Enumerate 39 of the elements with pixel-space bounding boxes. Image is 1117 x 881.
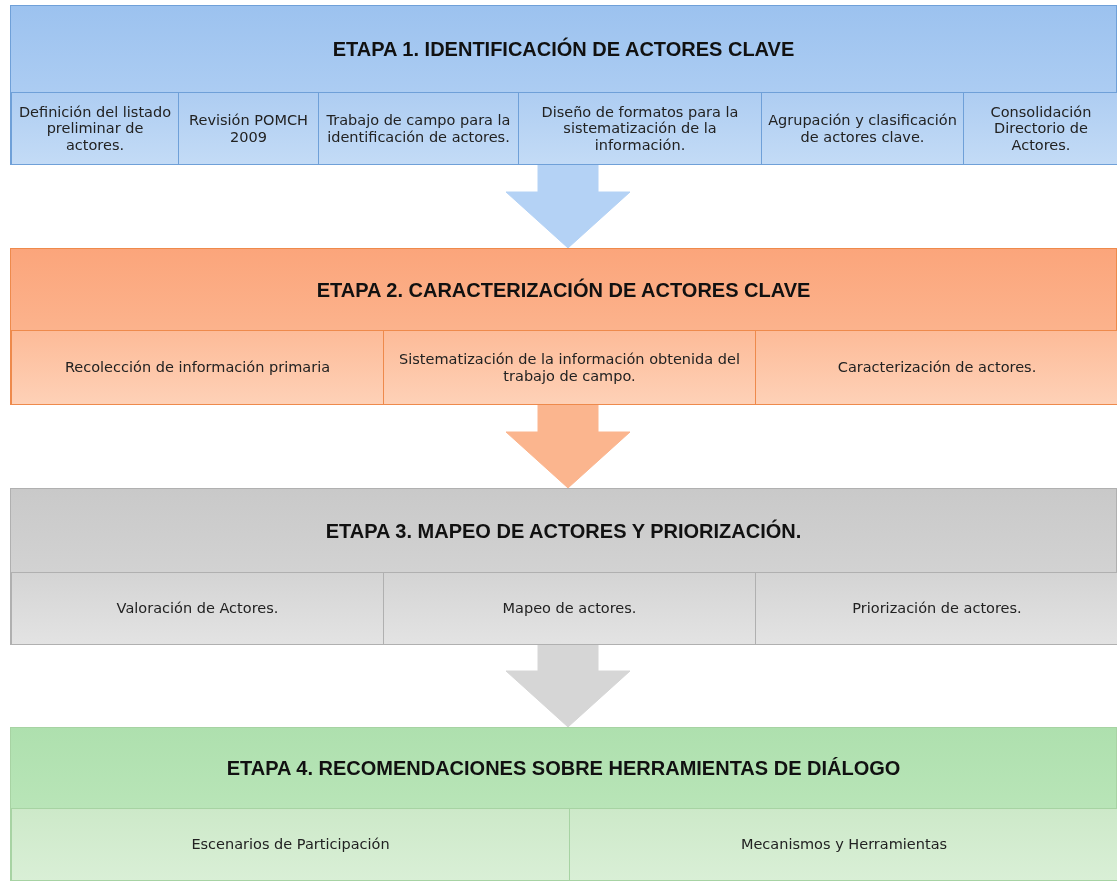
block-arrow bbox=[505, 404, 631, 489]
step-box bbox=[383, 572, 756, 645]
step-box bbox=[11, 572, 384, 645]
step-box bbox=[569, 808, 1117, 881]
stage-band bbox=[10, 5, 1117, 165]
step-text: Caracterización de actores. bbox=[837, 359, 1037, 376]
stage-band bbox=[10, 488, 1117, 645]
step-text: Agrupación y clasificación de actores clave. bbox=[767, 112, 958, 145]
stage-heading: ETAPA 2. CARACTERIZACIÓN DE ACTORES CLAVE bbox=[316, 278, 811, 302]
block-arrow bbox=[505, 164, 631, 249]
step-box bbox=[178, 92, 319, 165]
stage-heading: ETAPA 4. RECOMENDACIONES SOBRE HERRAMIENTAS DE DIÁLOGO bbox=[226, 757, 901, 780]
step-box bbox=[755, 330, 1117, 405]
step-box bbox=[755, 572, 1117, 645]
step-text: Mecanismos y Herramientas bbox=[740, 836, 948, 853]
step-text: Revisión POMCH 2009 bbox=[188, 112, 309, 145]
step-text: Recolección de información primaria bbox=[64, 359, 331, 376]
step-box bbox=[761, 92, 964, 165]
step-box bbox=[11, 808, 570, 881]
step-text: Valoración de Actores. bbox=[116, 600, 279, 617]
step-box bbox=[518, 92, 762, 165]
step-text: Sistematización de la información obtenida del trabajo de campo. bbox=[398, 351, 741, 384]
step-box bbox=[963, 92, 1117, 165]
stage-heading: ETAPA 3. MAPEO DE ACTORES Y PRIORIZACIÓN. bbox=[325, 519, 802, 543]
step-text: Trabajo de campo para la identificación de actores. bbox=[325, 112, 512, 145]
step-text: Diseño de formatos para la sistematización de la información. bbox=[540, 104, 740, 153]
step-box bbox=[318, 92, 519, 165]
step-text: Priorización de actores. bbox=[852, 600, 1022, 617]
step-text: Consolidación Directorio de Actores. bbox=[989, 104, 1093, 153]
block-arrow bbox=[505, 644, 631, 728]
stage-band bbox=[10, 727, 1117, 881]
step-text: Escenarios de Participación bbox=[191, 836, 390, 853]
stage-band bbox=[10, 248, 1117, 405]
stage-heading: ETAPA 1. IDENTIFICACIÓN DE ACTORES CLAVE bbox=[332, 38, 795, 61]
step-box bbox=[383, 330, 756, 405]
step-box bbox=[11, 92, 179, 165]
step-text: Mapeo de actores. bbox=[502, 600, 637, 617]
step-box bbox=[11, 330, 384, 405]
step-text: Definición del listado preliminar de actores. bbox=[17, 104, 173, 153]
